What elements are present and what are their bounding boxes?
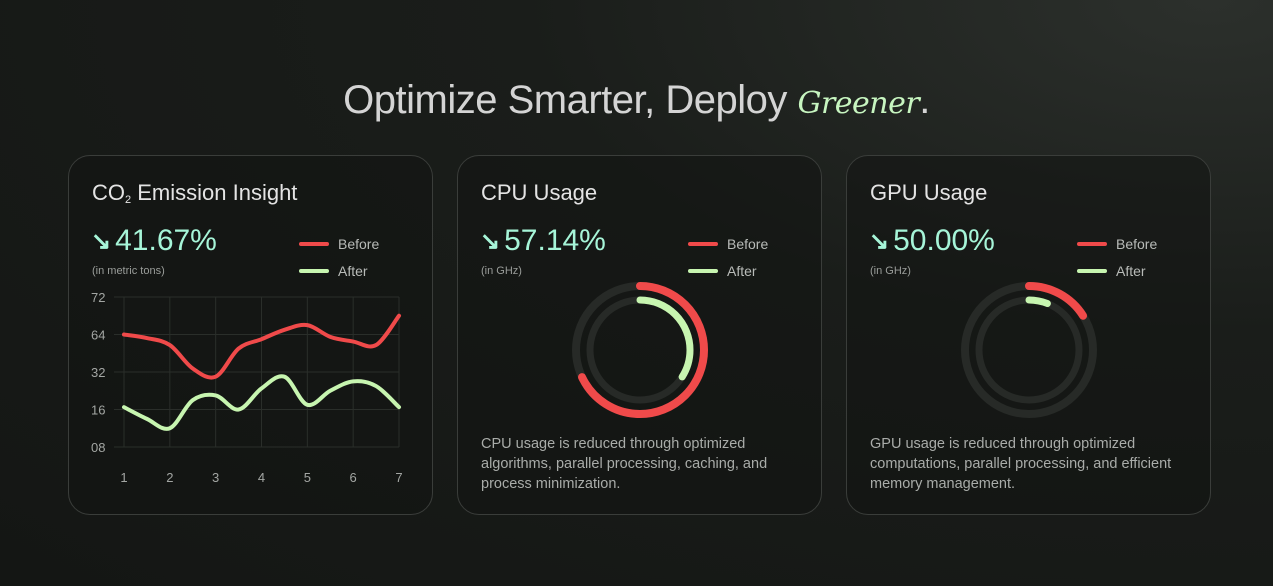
legend-before: Before <box>1077 230 1157 257</box>
cpu-card-title: CPU Usage <box>481 180 598 205</box>
headline-main: Optimize Smarter, Deploy <box>343 78 798 122</box>
co2-metric-value: 41.67% <box>115 224 217 257</box>
legend-after-swatch <box>1077 268 1107 273</box>
legend-before: Before <box>299 230 379 257</box>
cpu-legend: Before After <box>688 230 768 284</box>
headline-end: . <box>919 78 930 122</box>
cpu-ring-gauge <box>572 282 708 418</box>
cpu-metric-value: 57.14% <box>504 224 606 257</box>
legend-before-label: Before <box>1116 235 1158 252</box>
co2-metric: ↘ 41.67% <box>91 224 217 258</box>
legend-before-swatch <box>1077 241 1107 246</box>
co2-card-title: CO2 Emission Insight <box>92 180 297 206</box>
ring-arc-before <box>572 282 708 418</box>
legend-before-swatch <box>688 241 718 246</box>
legend-after-label: After <box>1116 262 1146 279</box>
cpu-metric: ↘ 57.14% <box>480 224 606 258</box>
y-tick-label: 64 <box>91 328 105 343</box>
legend-after: After <box>688 257 768 284</box>
co2-title-suffix: Emission Insight <box>131 180 298 205</box>
gpu-description: GPU usage is reduced through optimized c… <box>870 436 1172 492</box>
ring-arc-after <box>975 296 1083 404</box>
page-headline: Optimize Smarter, Deploy Greener. <box>0 78 1273 123</box>
gpu-ring-gauge <box>961 282 1097 418</box>
x-tick-label: 7 <box>395 470 402 485</box>
co2-unit: (in metric tons) <box>92 265 165 277</box>
y-tick-label: 32 <box>91 365 105 380</box>
gpu-legend: Before After <box>1077 230 1157 284</box>
co2-card: CO2 Emission Insight ↘ 41.67% (in metric… <box>68 155 433 515</box>
legend-after-label: After <box>338 262 368 279</box>
cpu-unit: (in GHz) <box>481 265 522 277</box>
x-tick-label: 1 <box>120 470 127 485</box>
y-tick-label: 08 <box>91 440 105 455</box>
cpu-card: CPU Usage ↘ 57.14% (in GHz) Before After… <box>457 155 822 515</box>
gpu-metric: ↘ 50.00% <box>869 224 995 258</box>
gpu-card: GPU Usage ↘ 50.00% (in GHz) Before After… <box>846 155 1211 515</box>
ring-track-inner <box>975 296 1083 404</box>
x-tick-label: 2 <box>166 470 173 485</box>
series-line-after <box>122 374 401 431</box>
legend-after-swatch <box>688 268 718 273</box>
cpu-description: CPU usage is reduced through optimized a… <box>481 436 768 492</box>
co2-title-sub: 2 <box>125 194 132 206</box>
co2-line-chart: 72 64 32 16 08 1 2 3 4 5 6 7 <box>91 290 403 485</box>
arrow-down-right-icon: ↘ <box>869 227 890 255</box>
ring-arc-after <box>586 296 694 404</box>
arrow-down-right-icon: ↘ <box>91 227 112 255</box>
legend-before: Before <box>688 230 768 257</box>
legend-after-swatch <box>299 268 329 273</box>
co2-legend: Before After <box>299 230 379 284</box>
legend-after: After <box>299 257 379 284</box>
legend-before-label: Before <box>338 235 380 252</box>
ring-arc-before <box>961 282 1097 418</box>
gpu-card-title: GPU Usage <box>870 180 988 205</box>
headline-accent: Greener <box>797 86 920 121</box>
x-tick-label: 6 <box>350 470 357 485</box>
legend-before-label: Before <box>727 235 769 252</box>
arrow-down-right-icon: ↘ <box>480 227 501 255</box>
gpu-unit: (in GHz) <box>870 265 911 277</box>
x-tick-label: 5 <box>304 470 311 485</box>
gpu-metric-value: 50.00% <box>893 224 995 257</box>
legend-after-label: After <box>727 262 757 279</box>
y-tick-label: 16 <box>91 403 105 418</box>
legend-before-swatch <box>299 241 329 246</box>
x-tick-label: 4 <box>258 470 265 485</box>
co2-title-prefix: CO <box>92 180 125 205</box>
series-line-before <box>122 313 401 380</box>
x-tick-label: 3 <box>212 470 219 485</box>
y-tick-label: 72 <box>91 290 105 305</box>
legend-after: After <box>1077 257 1157 284</box>
